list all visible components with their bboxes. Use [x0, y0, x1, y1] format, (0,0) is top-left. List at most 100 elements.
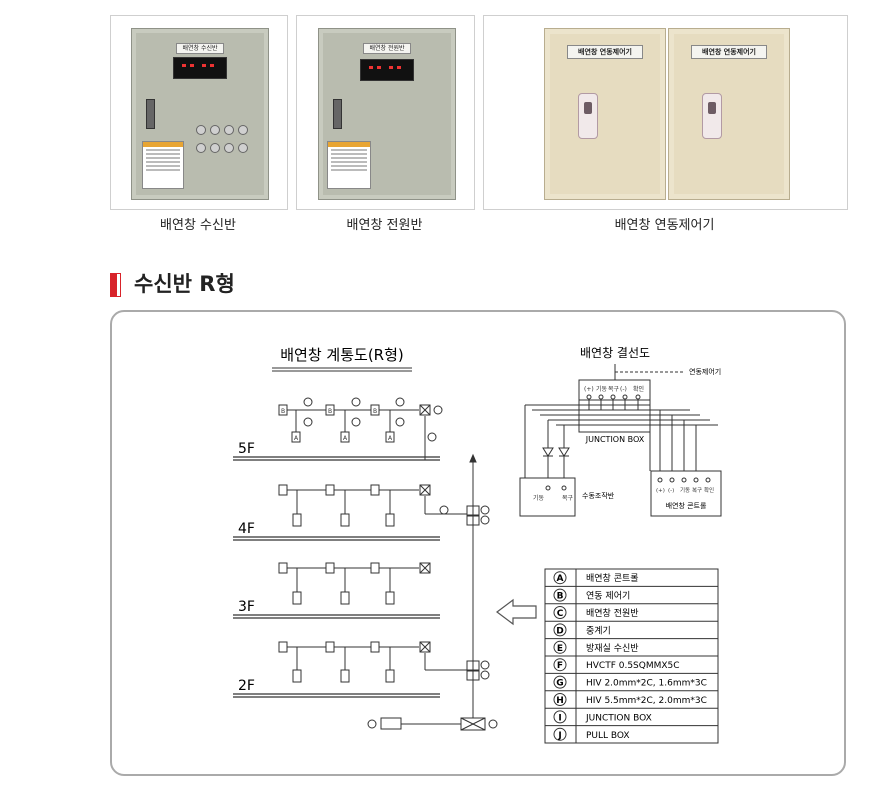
floor-label-2f: 2F: [238, 678, 255, 694]
svg-text:복구: 복구: [608, 386, 620, 393]
indicator-lamp: [210, 125, 220, 135]
controller-label: 배연창 콘트롤: [666, 501, 707, 510]
warning-label: [327, 141, 371, 189]
legend-text: PULL BOX: [586, 731, 630, 741]
floor-4f-devices: [278, 484, 468, 527]
riser-title: 배연창 계통도(R형): [280, 346, 404, 364]
legend-text: 배연창 콘트롤: [586, 573, 639, 584]
switch-knob: [196, 143, 206, 153]
switch-knob: [238, 143, 248, 153]
floor-label-3f: 3F: [238, 599, 255, 615]
svg-text:기동: 기동: [680, 486, 690, 494]
floor-label-4f: 4F: [238, 521, 255, 537]
legend-key-circle: [553, 606, 567, 619]
svg-text:기동: 기동: [533, 494, 545, 502]
svg-text:(+): (+): [656, 488, 665, 494]
svg-text:A: A: [294, 435, 299, 442]
cabinet-nameplate: 배연창 연동제어기: [567, 45, 643, 59]
legend-key: C: [557, 609, 564, 619]
svg-text:A: A: [388, 435, 393, 442]
interlock-label: 연동제어기: [689, 367, 721, 376]
riser-line: [439, 453, 490, 718]
warning-label: [142, 141, 184, 189]
cabinet-nameplate: 배연창 연동제어기: [691, 45, 767, 59]
terminal-dots: [545, 394, 711, 491]
legend-text: 중계기: [586, 624, 611, 636]
display-panel: [173, 57, 227, 79]
cabinet-nameplate: 배연창 수신반: [176, 43, 224, 54]
floor-3f-devices: [278, 562, 419, 605]
indicator-lamp: [238, 125, 248, 135]
door-handle: [578, 93, 598, 139]
terminal-labels-top: (+) 기동 복구 (-) 확인: [584, 385, 644, 393]
photo-caption: 배연창 전원반: [346, 218, 423, 233]
cabinet-right: 배연창 연동제어기: [668, 28, 790, 200]
switch-knob: [224, 143, 234, 153]
legend-text: HIV 5.5mm*2C, 2.0mm*3C: [586, 696, 707, 706]
legend-key: E: [557, 644, 563, 654]
legend-key-circle: [553, 571, 567, 585]
manual-panel-label: 수동조작반: [582, 491, 615, 500]
floor-lines: [233, 456, 440, 698]
legend-arrow: [496, 598, 537, 626]
legend-key-circle: [553, 658, 567, 672]
photo-receiver-panel: 배연창 수신반: [110, 15, 288, 210]
door-handle: [702, 93, 722, 139]
svg-text:B: B: [281, 408, 285, 415]
section-title: 수신반 R형: [134, 272, 235, 296]
cabinet: 배연창 수신반: [131, 28, 269, 200]
svg-text:기동: 기동: [596, 385, 608, 393]
legend-key-circle: [553, 710, 567, 724]
switch-knob: [210, 143, 220, 153]
legend-text: JUNCTION BOX: [585, 713, 652, 723]
svg-text:복구: 복구: [692, 487, 702, 494]
legend-key: D: [556, 626, 563, 636]
legend-key-circle: [553, 640, 567, 654]
legend-key: F: [557, 661, 563, 671]
legend-key: G: [556, 679, 563, 689]
svg-text:B: B: [328, 408, 332, 415]
indicator-lamp: [224, 125, 234, 135]
floor-label-5f: 5F: [238, 441, 255, 457]
legend-text: 배연창 전원반: [586, 608, 639, 619]
legend-text: HVCTF 0.5SQMMX5C: [586, 661, 680, 671]
legend-text: 연동 제어기: [586, 591, 630, 602]
photo-power-panel: 배연창 전원반: [296, 15, 475, 210]
svg-text:확인: 확인: [633, 385, 644, 393]
indicator-lamp: [196, 125, 206, 135]
legend-key: I: [558, 713, 561, 723]
manual-term-labels: 기동 복구: [533, 494, 574, 502]
cabinet-nameplate: 배연창 전원반: [363, 43, 411, 54]
svg-text:확인: 확인: [704, 486, 714, 494]
svg-text:(-): (-): [668, 488, 674, 494]
legend-key-circle: [553, 588, 567, 602]
terminal-labels-ctrl: (+) (-) 기동 복구 확인: [656, 486, 714, 494]
floor-5f-circles: [303, 397, 443, 442]
diagram-frame: [110, 310, 846, 776]
svg-text:(+): (+): [584, 386, 594, 393]
legend-key-circle: [553, 623, 567, 637]
floor-2f-devices: [278, 641, 468, 683]
svg-text:복구: 복구: [562, 495, 574, 502]
legend-key-circle: [553, 675, 567, 689]
bottom-power-panel: [367, 717, 498, 731]
legend-key: H: [556, 696, 564, 706]
svg-text:B: B: [373, 408, 377, 415]
legend-key: J: [557, 731, 561, 741]
wiring-title: 배연창 결선도: [580, 346, 650, 360]
legend-key-circle: [553, 693, 567, 706]
photo-caption: 배연창 수신반: [160, 218, 236, 233]
display-panel: [360, 59, 414, 81]
legend-key-circle: [553, 727, 567, 741]
junction-box-label: JUNCTION BOX: [585, 435, 645, 444]
section-marker-inner: [116, 273, 121, 297]
legend-text: 방재실 수신반: [586, 643, 639, 654]
svg-text:(-): (-): [620, 386, 627, 393]
legend-key: A: [557, 574, 564, 584]
cabinet-left: 배연창 연동제어기: [544, 28, 666, 200]
photo-interlock-controller: 배연창 연동제어기 배연창 연동제어기: [483, 15, 848, 210]
door-handle: [146, 99, 155, 129]
